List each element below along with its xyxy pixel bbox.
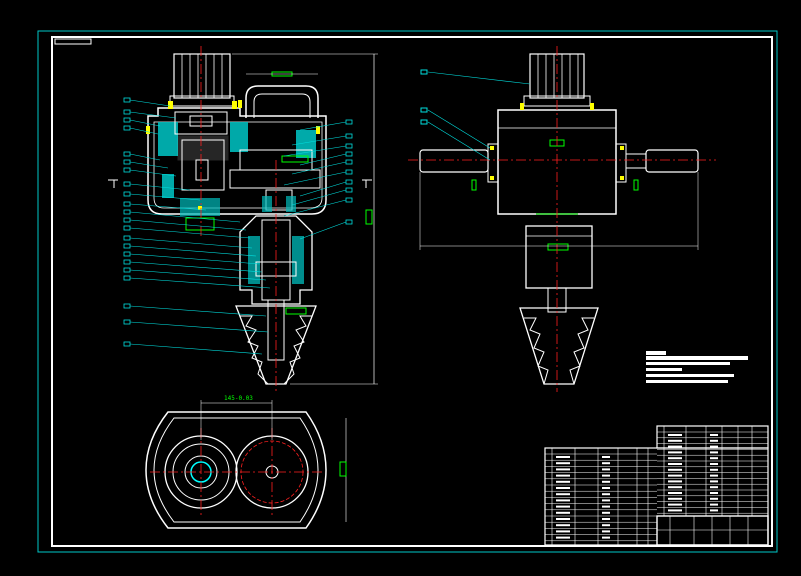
plan-housing — [145, 411, 327, 529]
inner-border — [51, 36, 773, 547]
side-view — [408, 46, 716, 392]
center-distance-dimension: 145-0.03 — [224, 395, 253, 402]
corner-tag — [54, 38, 92, 45]
left-part-leaders — [123, 97, 271, 355]
lower-spindle-housing — [239, 215, 313, 305]
left-handle-grip — [419, 149, 489, 173]
technical-notes — [646, 351, 748, 383]
plan-view: 145-0.03 — [145, 395, 347, 529]
side-spindle — [525, 225, 593, 289]
front-section-view — [108, 46, 378, 392]
motor-block — [173, 53, 231, 99]
outer-frame — [37, 30, 778, 553]
right-handle-grip — [645, 149, 699, 173]
gearbox-housing — [147, 107, 327, 215]
parts-list-table — [544, 425, 769, 546]
title-block — [656, 515, 769, 546]
right-part-leaders — [283, 119, 353, 240]
handle — [245, 85, 319, 118]
side-drill-bit — [519, 307, 599, 385]
drill-bit — [235, 305, 317, 385]
